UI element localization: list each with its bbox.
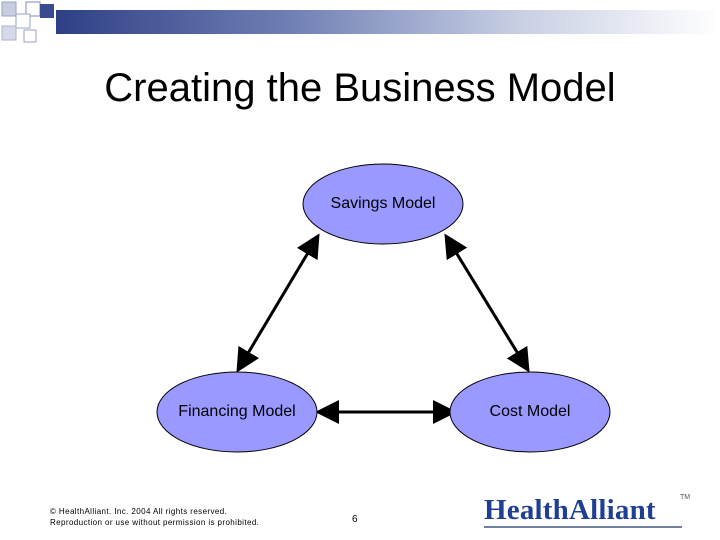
logo-underline: [484, 526, 682, 528]
copyright-notice: © HealthAlliant. Inc. 2004 All rights re…: [50, 506, 259, 528]
node-financing-model: [156, 371, 318, 453]
copyright-line-1: © HealthAlliant. Inc. 2004 All rights re…: [50, 507, 228, 516]
corner-squares-decoration: [1, 1, 54, 43]
node-label-financing: Financing Model: [178, 403, 296, 420]
logo-text: HealthAlliant: [484, 494, 656, 526]
node-label-cost: Cost Model: [489, 403, 571, 420]
copyright-line-2: Reproduction or use without permission i…: [50, 518, 260, 527]
logo-trademark: TM: [680, 494, 691, 501]
edge-savings-cost: [444, 233, 530, 373]
page-number: 6: [352, 514, 358, 525]
slide-title: Creating the Business Model: [104, 66, 616, 110]
node-savings-model: [302, 163, 464, 245]
header-gradient-band: [56, 10, 720, 34]
node-cost-model: [449, 371, 611, 453]
node-label-savings: Savings Model: [330, 195, 436, 212]
edge-savings-financing: [236, 233, 320, 373]
healthalliant-logo: HealthAlliant TM: [484, 494, 694, 530]
